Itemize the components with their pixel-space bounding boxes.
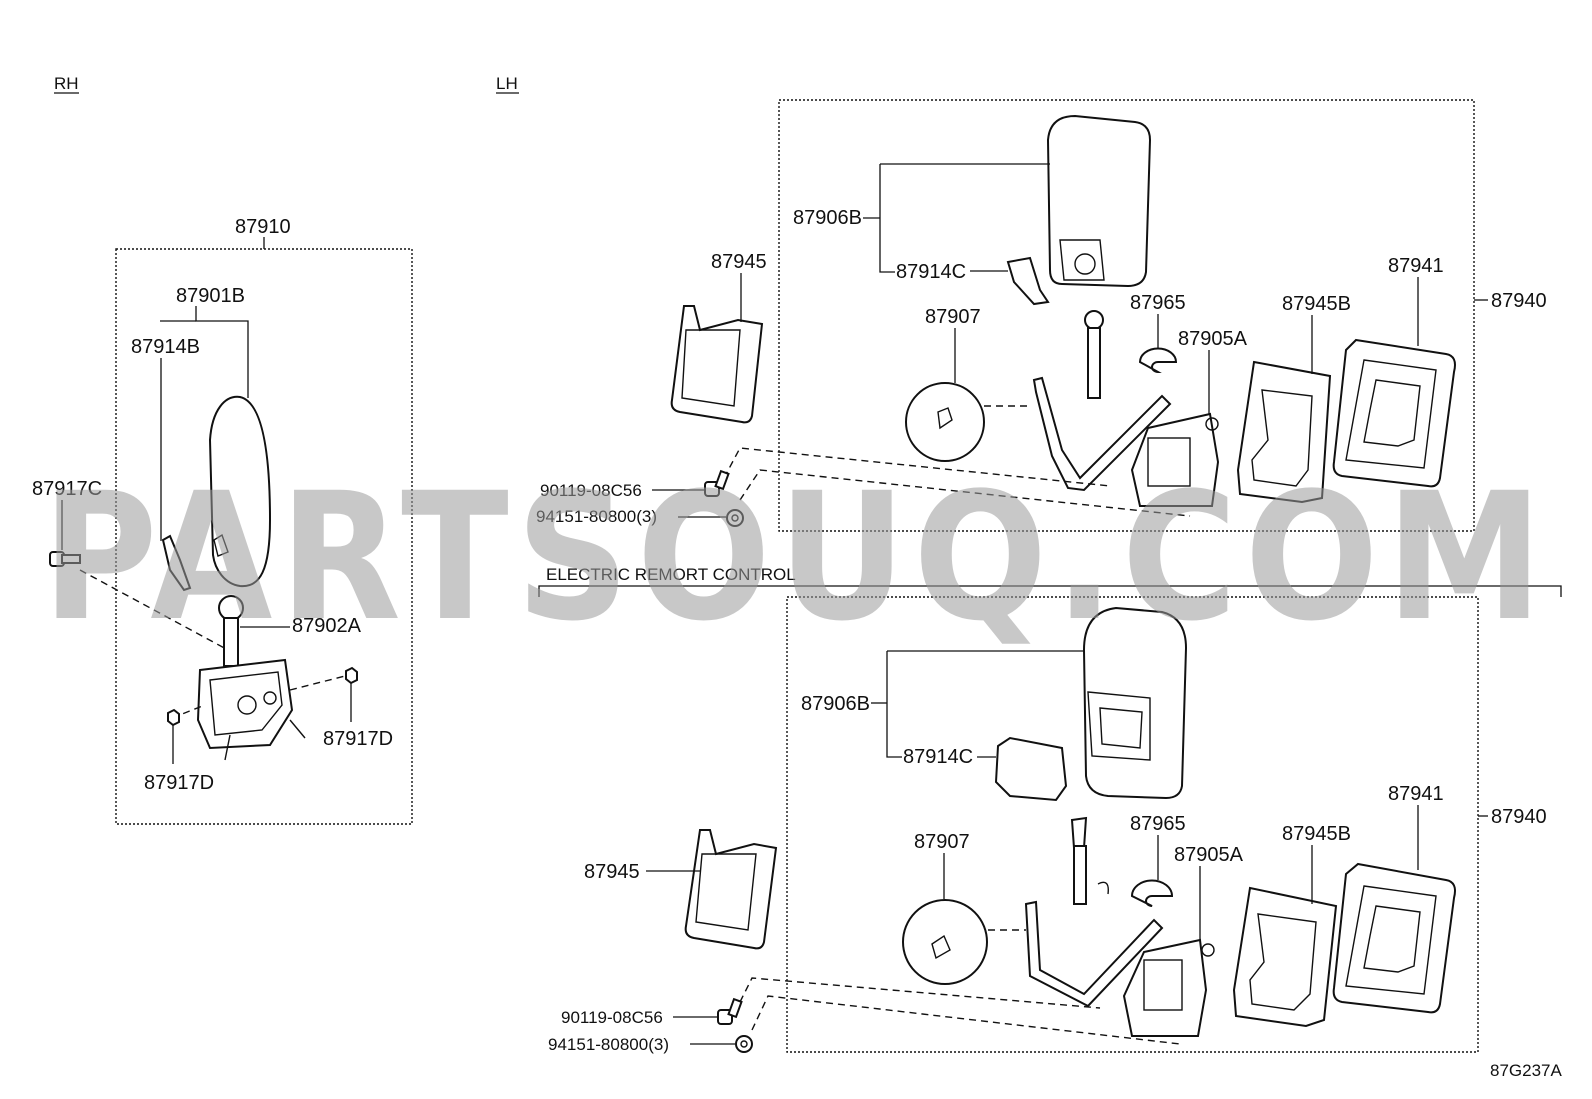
part-87945b-bottom[interactable]: 87945B (1282, 823, 1351, 845)
lh-top-cover (1006, 256, 1050, 306)
rh-actuator-body (196, 658, 306, 761)
lh-bottom-assembly: 87940 87906B 87914C 87907 87965 (548, 596, 1547, 1054)
lh-bottom-stay-arm (1024, 816, 1164, 1008)
part-87945-top[interactable]: 87945 (711, 251, 767, 273)
part-87941-bottom[interactable]: 87941 (1388, 783, 1444, 805)
lh-top-gasket (1236, 360, 1332, 504)
rh-screw (49, 551, 81, 567)
part-87940-bottom[interactable]: 87940 (1491, 806, 1547, 828)
part-87945-bottom[interactable]: 87945 (584, 861, 640, 883)
lh-top-mirror-housing (1046, 114, 1152, 288)
rh-section-label[interactable]: RH (54, 74, 79, 93)
part-87905a-top[interactable]: 87905A (1178, 328, 1248, 350)
lh-top-round-mirror (905, 382, 985, 462)
part-87917d-left[interactable]: 87917D (144, 772, 214, 794)
electric-remote-control-label[interactable]: ELECTRIC REMORT CONTROL (546, 565, 796, 584)
lh-top-assembly-box (778, 99, 1475, 532)
part-87914c-bottom[interactable]: 87914C (903, 746, 973, 768)
part-90119-08c56-bottom[interactable]: 90119-08C56 (561, 1008, 663, 1027)
part-87914c-top[interactable]: 87914C (896, 261, 966, 283)
part-87940-top[interactable]: 87940 (1491, 290, 1547, 312)
part-87907-top[interactable]: 87907 (925, 306, 981, 328)
rh-cover-87914b (161, 534, 192, 592)
lh-top-stay-arm (1032, 310, 1172, 492)
lh-top-actuator (1130, 412, 1220, 507)
part-87965-top[interactable]: 87965 (1130, 292, 1186, 314)
part-87941-top[interactable]: 87941 (1388, 255, 1444, 277)
rh-nut-right (345, 666, 358, 685)
lh-top-nut (726, 509, 744, 527)
part-87945b-top[interactable]: 87945B (1282, 293, 1351, 315)
lh-top-base (1332, 338, 1456, 488)
part-90119-08c56-top[interactable]: 90119-08C56 (540, 481, 642, 500)
part-87906b-bottom[interactable]: 87906B (801, 693, 870, 715)
lh-bottom-mirror-housing (1082, 606, 1188, 800)
part-87910[interactable]: 87910 (235, 216, 291, 238)
part-94151-80800-top[interactable]: 94151-80800(3) (536, 507, 657, 526)
lh-top-assembly: 87940 87906B 87914C 87907 87965 (536, 99, 1547, 532)
lh-bottom-screw (717, 997, 743, 1025)
part-87905a-bottom[interactable]: 87905A (1174, 844, 1244, 866)
part-87907-bottom[interactable]: 87907 (914, 831, 970, 853)
part-87906b-top[interactable]: 87906B (793, 207, 862, 229)
lh-top-outer-cover (670, 305, 764, 424)
watermark: PARTSOUQ.COM (42, 455, 1550, 660)
part-87902a[interactable]: 87902A (292, 615, 362, 637)
lh-bottom-gasket (1232, 886, 1338, 1028)
rh-nut-left (167, 708, 180, 727)
part-87965-bottom[interactable]: 87965 (1130, 813, 1186, 835)
part-87901b[interactable]: 87901B (176, 285, 245, 307)
part-87914b[interactable]: 87914B (131, 336, 200, 358)
lh-bottom-cover (994, 736, 1068, 802)
part-87917c[interactable]: 87917C (32, 478, 102, 500)
rh-assembly: 87910 87901B 87914B 87917C 87902A (32, 216, 413, 825)
lh-bottom-washer (1130, 879, 1174, 907)
part-87917d-right[interactable]: 87917D (323, 728, 393, 750)
lh-top-washer (1138, 347, 1178, 374)
lh-section-label[interactable]: LH (496, 74, 518, 93)
diagram-code: 87G237A (1490, 1061, 1562, 1080)
lh-top-screw (704, 469, 730, 497)
part-94151-80800-bottom[interactable]: 94151-80800(3) (548, 1035, 669, 1054)
lh-bottom-outer-cover (684, 829, 778, 950)
lh-bottom-round-mirror (902, 899, 988, 985)
lh-bottom-nut (735, 1035, 753, 1053)
rh-mirror-glass (208, 395, 272, 588)
lh-bottom-base (1332, 862, 1456, 1014)
lh-bottom-assembly-box (786, 596, 1479, 1053)
